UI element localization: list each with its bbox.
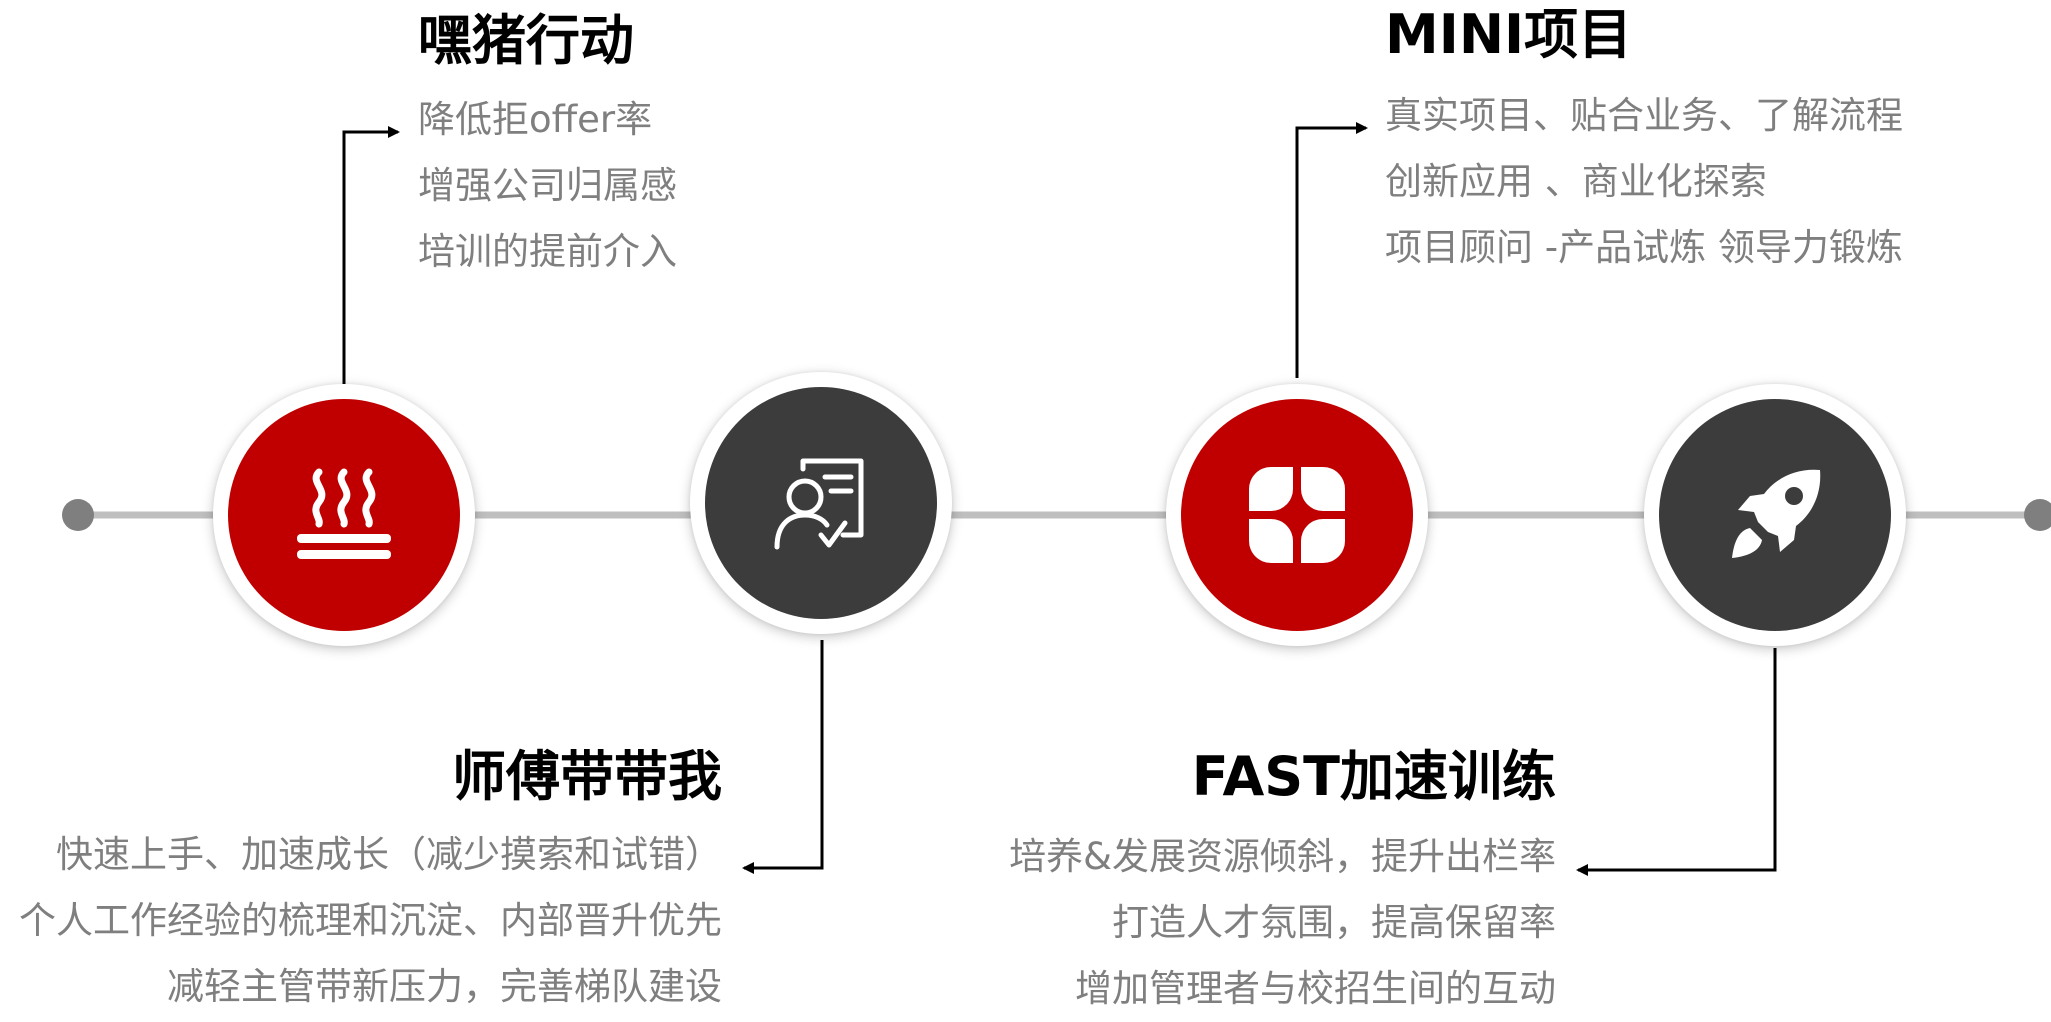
milestone-4-line: 增加管理者与校招生间的互动 xyxy=(1075,967,1556,1010)
milestone-1-title: 嘿猪行动 xyxy=(418,9,634,72)
milestone-4-node xyxy=(1644,384,1906,646)
milestone-3-description: 真实项目、贴合业务、了解流程 创新应用 、商业化探索 项目顾问 -产品试炼 领导… xyxy=(1385,83,1903,281)
milestone-3-circle xyxy=(1181,399,1413,631)
milestone-1-line: 培训的提前介入 xyxy=(418,230,677,273)
timeline-end-dot xyxy=(2024,499,2051,531)
milestone-2-line: 个人工作经验的梳理和沉淀、内部晋升优先 xyxy=(19,899,722,942)
milestone-3-line: 创新应用 、商业化探索 xyxy=(1385,160,1767,203)
milestone-3-line: 真实项目、贴合业务、了解流程 xyxy=(1385,94,1903,137)
milestone-3-node xyxy=(1166,384,1428,646)
milestone-1-circle xyxy=(228,399,460,631)
milestone-4-line: 培养&发展资源倾斜，提升出栏率 xyxy=(1009,835,1556,878)
milestone-4-title: FAST加速训练 xyxy=(1191,745,1556,808)
connector-4 xyxy=(1576,648,1777,876)
timeline-start-dot xyxy=(62,499,94,531)
milestone-4-line: 打造人才氛围，提高保留率 xyxy=(1112,901,1556,944)
rocket-icon xyxy=(1732,469,1821,558)
milestone-1-line: 增强公司归属感 xyxy=(418,164,677,207)
user-checklist-icon xyxy=(774,458,864,550)
connector-3 xyxy=(1295,122,1368,378)
steam-heat-icon xyxy=(297,468,391,559)
milestone-2-circle xyxy=(705,387,937,619)
milestone-2-description: 快速上手、加速成长（减少摸索和试错） 个人工作经验的梳理和沉淀、内部晋升优先 减… xyxy=(0,822,722,1020)
milestone-4-circle xyxy=(1659,399,1891,631)
connector-1 xyxy=(342,126,400,385)
milestone-2-title: 师傅带带我 xyxy=(452,745,722,808)
clover-apps-icon xyxy=(1249,467,1345,563)
milestone-4-description: 培养&发展资源倾斜，提升出栏率 打造人才氛围，提高保留率 增加管理者与校招生间的… xyxy=(900,824,1556,1022)
milestone-2-line: 快速上手、加速成长（减少摸索和试错） xyxy=(56,833,722,876)
milestone-1-line: 降低拒offer率 xyxy=(418,98,653,141)
milestone-1-node xyxy=(213,384,475,646)
milestone-3-title: MINI项目 xyxy=(1385,3,1633,66)
connector-2 xyxy=(742,640,824,874)
milestone-2-node xyxy=(690,372,952,634)
milestone-1-description: 降低拒offer率 增强公司归属感 培训的提前介入 xyxy=(418,87,677,285)
milestone-3-line: 项目顾问 -产品试炼 领导力锻炼 xyxy=(1385,226,1903,269)
milestone-2-line: 减轻主管带新压力，完善梯队建设 xyxy=(167,965,722,1008)
